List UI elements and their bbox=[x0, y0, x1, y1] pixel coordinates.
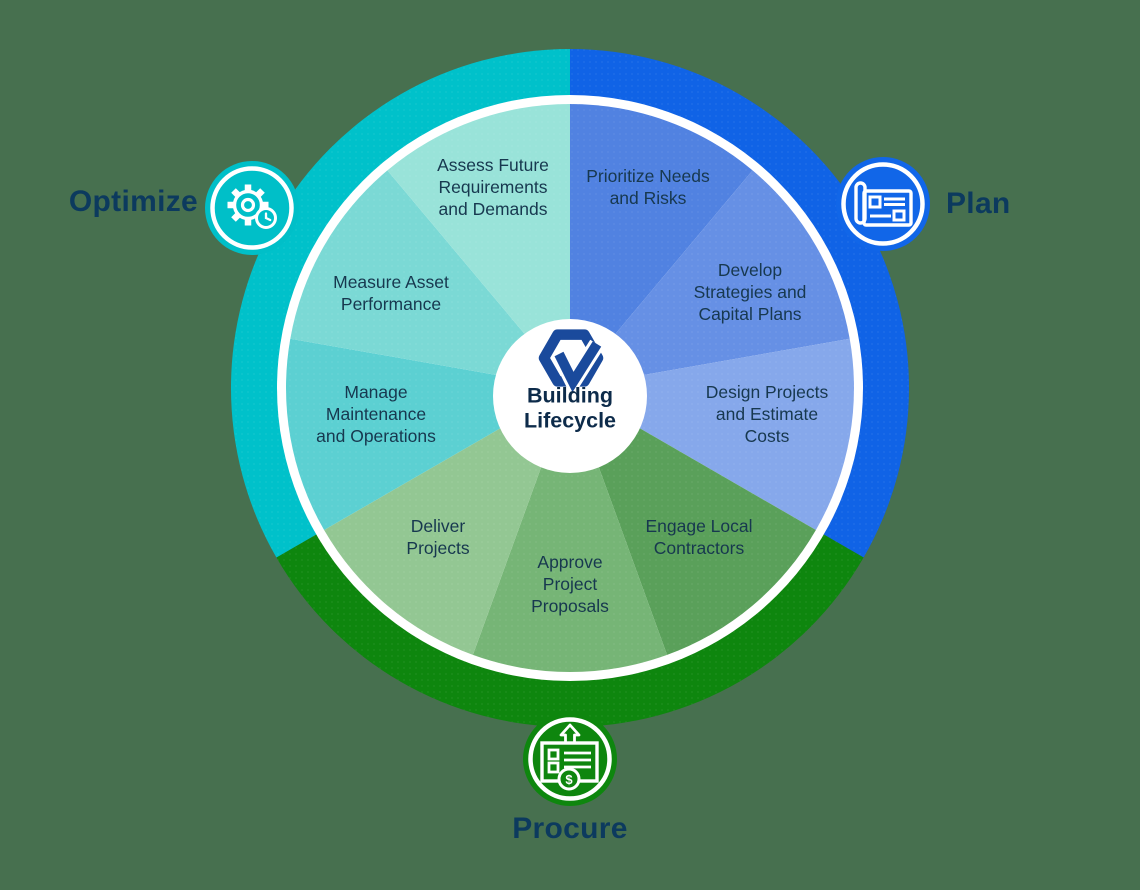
segment-label-assess-future: Assess Future Requirements and Demands bbox=[437, 155, 549, 219]
procure-badge-ring bbox=[528, 717, 612, 801]
segment-label-prioritize-needs: Prioritize Needs and Risks bbox=[586, 166, 710, 208]
segment-label-manage-maintenance: Manage Maintenance and Operations bbox=[316, 382, 436, 446]
segment-label-design-projects: Design Projects and Estimate Costs bbox=[705, 382, 829, 446]
segment-label-deliver-projects: Deliver Projects bbox=[406, 516, 470, 558]
segment-label-develop-strategies: Develop Strategies and Capital Plans bbox=[693, 260, 807, 324]
dollar-glyph: $ bbox=[565, 772, 573, 787]
segment-label-engage-contractors: Engage Local Contractors bbox=[645, 516, 753, 558]
blueprint-icon bbox=[854, 181, 913, 227]
optimize-badge-ring bbox=[210, 166, 294, 250]
segment-label-approve-proposals: Approve Project Proposals bbox=[531, 552, 609, 616]
segment-label-measure-performance: Measure Asset Performance bbox=[333, 272, 449, 314]
logo-v-stroke bbox=[554, 341, 602, 393]
phase-label-optimize: Optimize bbox=[68, 185, 198, 218]
plan-badge-circle bbox=[836, 157, 930, 251]
center-title: Building Lifecycle bbox=[523, 383, 617, 432]
purchase-document-icon: $ bbox=[540, 723, 599, 791]
plan-badge-ring bbox=[841, 162, 925, 246]
gordian-knot-logo bbox=[538, 329, 604, 399]
logo-hexagon bbox=[538, 329, 604, 387]
phase-label-plan: Plan bbox=[946, 187, 1011, 220]
optimize-badge bbox=[205, 161, 299, 255]
center-hub-circle bbox=[493, 319, 647, 473]
phase-label-procure: Procure bbox=[512, 812, 628, 845]
gear-clock-icon bbox=[227, 184, 277, 229]
procure-badge: $ bbox=[523, 712, 617, 806]
plan-badge bbox=[836, 157, 930, 251]
